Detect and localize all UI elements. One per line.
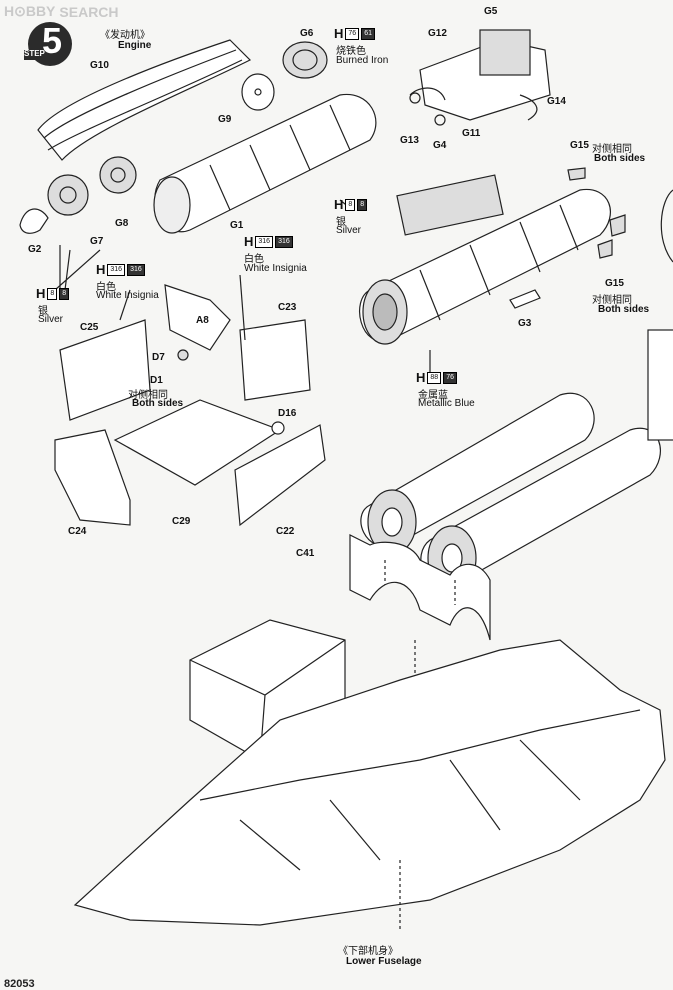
lower-fuselage-title-en: Lower Fuselage (346, 956, 422, 967)
paint-code: 316 (275, 235, 293, 248)
lower-fuselage-title-cn: 《下部机身》 (338, 946, 398, 957)
part-label-g13: G13 (400, 135, 419, 146)
paint-code: 316 (255, 235, 274, 248)
paint-brand-h: H (36, 286, 46, 301)
page-number: 82053 (4, 978, 35, 990)
part-label-g8: G8 (115, 218, 129, 229)
paint-name-en: White Insignia (244, 263, 307, 274)
part-label-g14: G14 (547, 96, 566, 107)
part-label-d1: D1 (150, 375, 163, 386)
part-label-g11: G11 (462, 128, 481, 139)
watermark-text: SEARCH (59, 3, 119, 20)
paint-name-en: Silver (336, 225, 362, 236)
step-number: 5 (42, 20, 63, 61)
paint-callout-white-insignia-mid: H 316 316 (96, 262, 145, 277)
paint-name-cn: 银 (38, 306, 48, 317)
paint-name-en: Metallic Blue (418, 398, 475, 409)
part-label-g2: G2 (28, 244, 42, 255)
part-label-c25: C25 (80, 322, 99, 333)
paint-brand-h: H (244, 234, 254, 249)
paint-callout-white-insignia-top: H 316 316 (244, 234, 293, 249)
part-label-g7: G7 (90, 236, 104, 247)
part-label-g3: G3 (518, 318, 532, 329)
both-sides-note-cn: 对侧相同 (592, 295, 632, 306)
part-label-c24: C24 (68, 526, 87, 537)
part-label-g10: G10 (90, 60, 109, 71)
paint-code: 316 (127, 263, 145, 276)
paint-callout-burned-iron: H 76 61 (334, 26, 375, 41)
part-label-g15-bottom: G15 (605, 278, 624, 289)
part-label-c29: C29 (172, 516, 191, 527)
paint-code: 8 (59, 287, 70, 300)
paint-code: 76 (345, 27, 360, 40)
part-label-g5: G5 (484, 6, 498, 17)
paint-brand-h: H (96, 262, 106, 277)
paint-code: 8 (345, 198, 356, 211)
part-label-c22: C22 (276, 526, 295, 537)
engine-title-en: Engine (118, 40, 152, 51)
part-label-d7: D7 (152, 352, 165, 363)
paint-name-en: Burned Iron (336, 55, 389, 66)
part-label-g4: G4 (433, 140, 447, 151)
part-label-c23: C23 (278, 302, 297, 313)
both-sides-note-en: Both sides (598, 304, 650, 315)
both-sides-note-en: Both sides (132, 398, 184, 409)
part-label-g1: G1 (230, 220, 244, 231)
paint-brand-h: H (416, 370, 426, 385)
part-label-c41: C41 (296, 548, 315, 559)
paint-callout-silver-right: H 8 8 (334, 197, 368, 212)
part-label-g15-top: G15 (570, 140, 589, 151)
paint-name-cn: 白色 (244, 254, 264, 265)
paint-code: 76 (443, 371, 457, 384)
both-sides-note-cn: 对侧相同 (128, 390, 168, 401)
part-label-g6: G6 (300, 28, 314, 39)
hobby-search-watermark: H⊙BBY SEARCH (4, 3, 119, 20)
part-label-g9: G9 (218, 114, 232, 125)
paint-name-cn: 烧铁色 (336, 46, 366, 57)
part-label-a8: A8 (196, 315, 209, 326)
paint-name-en: Silver (38, 314, 64, 325)
paint-brand-h: H (334, 197, 344, 212)
paint-callout-metallic-blue: H 88 76 (416, 370, 457, 385)
both-sides-note-en: Both sides (594, 153, 646, 164)
step-label: STEP (24, 49, 45, 58)
paint-callout-silver-left: H 8 8 (36, 286, 70, 301)
paint-code: 316 (107, 263, 126, 276)
paint-code: 8 (47, 287, 58, 300)
paint-name-en: White Insignia (96, 290, 159, 301)
both-sides-note-cn: 对侧相同 (592, 144, 632, 155)
paint-name-cn: 银 (336, 217, 346, 228)
paint-code: 8 (357, 198, 368, 211)
step-badge: STEP 5 (18, 20, 74, 70)
paint-name-cn: 金属蓝 (418, 390, 448, 401)
part-label-d16: D16 (278, 408, 297, 419)
watermark-logo: H⊙BBY (4, 3, 56, 19)
engine-title-cn: 《发动机》 (100, 30, 150, 41)
paint-code: 61 (361, 27, 375, 40)
paint-code: 88 (427, 371, 442, 384)
part-label-g12: G12 (428, 28, 447, 39)
paint-name-cn: 白色 (96, 282, 116, 293)
paint-brand-h: H (334, 26, 344, 41)
